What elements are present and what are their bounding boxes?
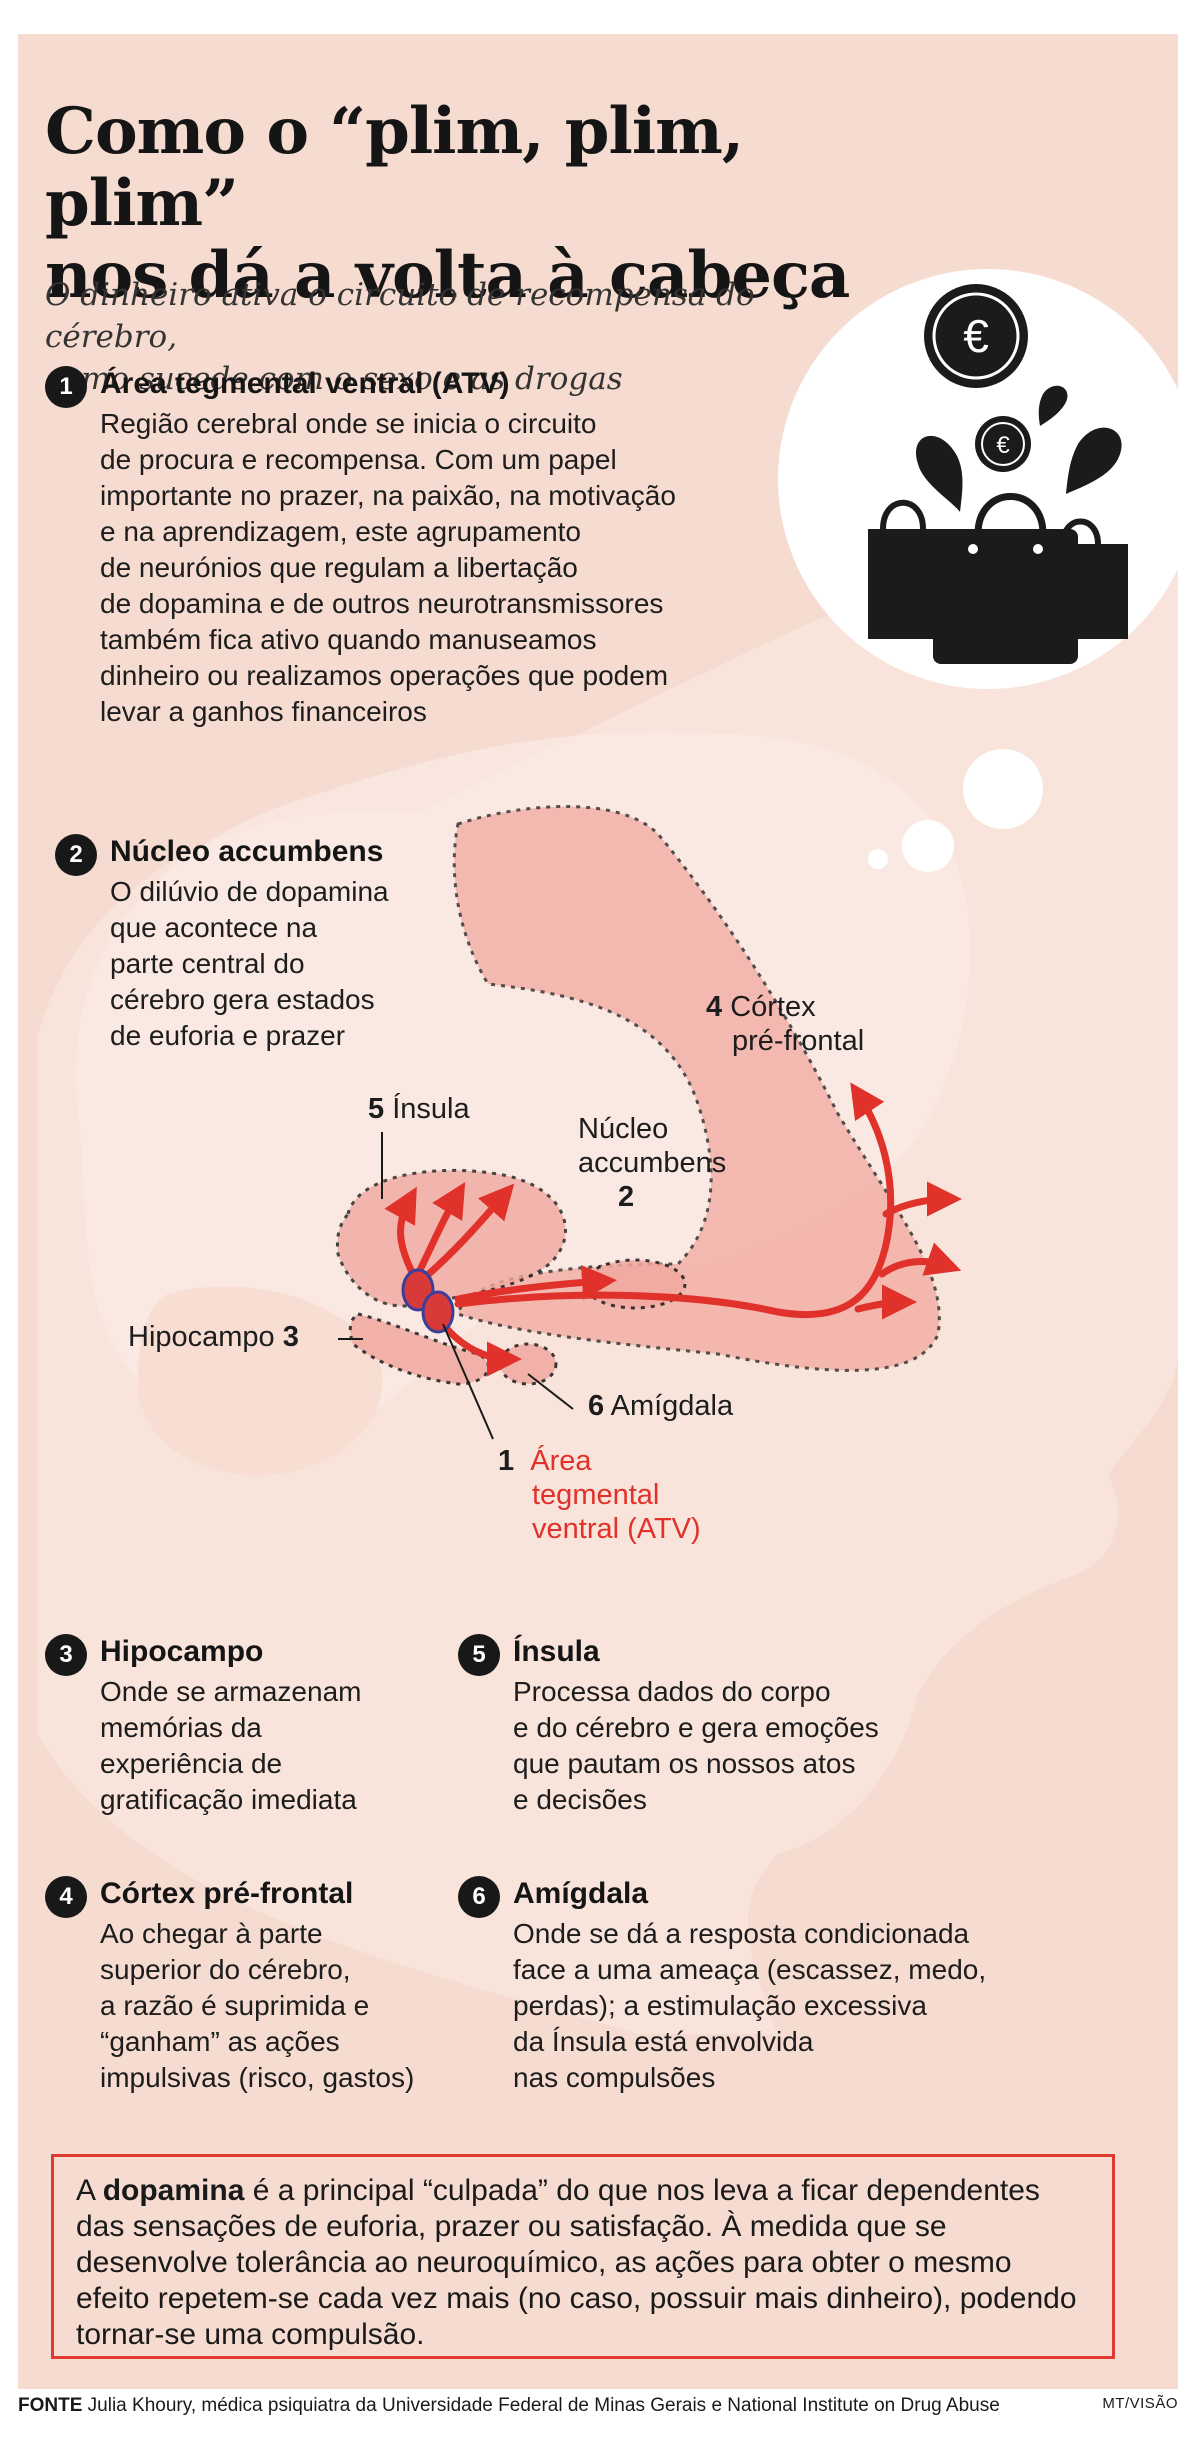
title-line-2: nos dá a volta à cabeça	[45, 238, 850, 313]
item-amygdala: 6 Amígdala Onde se dá a resposta condici…	[458, 1876, 1078, 2096]
label-hippocampus: Hipocampo 3	[128, 1321, 299, 1353]
thought-bubble-tiny	[868, 849, 888, 869]
footer-text: Julia Khoury, médica psiquiatra da Unive…	[82, 2395, 1000, 2416]
number-badge: 4	[45, 1876, 87, 1918]
label-cortex: 4 Córtex pré-frontal	[706, 991, 865, 1057]
heart-icon-left	[916, 435, 963, 512]
euro-symbol-small: €	[996, 432, 1010, 459]
cortex-region	[452, 805, 941, 1372]
title-line-1: Como o “plim, plim, plim”	[45, 94, 744, 241]
cerebellum	[138, 1286, 383, 1476]
number-badge: 2	[55, 834, 97, 876]
infographic-panel: € €	[18, 34, 1178, 2389]
label-insula: 5 Ínsula	[368, 1093, 470, 1125]
arrow-cortex-branch-1	[882, 1181, 962, 1218]
leader-atv	[442, 1323, 494, 1440]
label-atv: 1 Área tegmental ventral (ATV)	[498, 1445, 701, 1545]
item-atv: 1 Área tegmental ventral (ATV) Região ce…	[45, 366, 785, 730]
thought-bubble-medium	[963, 749, 1043, 829]
item-title: Núcleo accumbens	[110, 835, 384, 868]
leader-amygdala	[527, 1373, 574, 1410]
label-amygdala: 6 Amígdala	[588, 1390, 734, 1422]
item-title: Ínsula	[513, 1635, 600, 1668]
item-title: Amígdala	[513, 1877, 649, 1910]
heart-icon-right	[1066, 427, 1122, 494]
arrow-cortex-branch-2	[878, 1242, 962, 1278]
brain-outline	[75, 732, 970, 1446]
arrow-to-insula-3	[419, 1183, 515, 1283]
page-title: Como o “plim, plim, plim” nos dá a volta…	[45, 96, 865, 312]
arrow-main-to-cortex	[454, 1082, 895, 1319]
arrow-to-amygdala	[439, 1320, 522, 1377]
head-silhouette-background: € €	[38, 269, 1178, 2034]
arrow-to-insula-2	[414, 1181, 466, 1278]
page-subtitle: O dinheiro ativa o circuito de recompens…	[45, 274, 845, 400]
item-title: Área tegmental ventral (ATV)	[100, 367, 510, 400]
subtitle-line-2: como sucede com o sexo e as drogas	[45, 361, 623, 397]
item-title: Hipocampo	[100, 1635, 264, 1668]
number-badge: 5	[458, 1634, 500, 1676]
label-nucleus: Núcleo accumbens 2	[578, 1113, 727, 1213]
footer-source: FONTE Julia Khoury, médica psiquiatra da…	[18, 2395, 1178, 2417]
euro-coin-large	[924, 284, 1028, 388]
dopamine-note-box: A dopamina é a principal “culpada” do qu…	[51, 2154, 1115, 2359]
thought-bubble-small	[902, 820, 954, 872]
item-nucleus-accumbens: 2 Núcleo accumbens O dilúvio de dopamina…	[55, 834, 475, 1054]
item-text: Região cerebral onde se inicia o circuit…	[100, 408, 676, 727]
euro-coin-small	[975, 416, 1031, 472]
shopping-bags-icon	[868, 493, 1128, 664]
footer-credit: MT/VISÃO	[1102, 2395, 1178, 2412]
subtitle-line-1: O dinheiro ativa o circuito de recompens…	[45, 277, 755, 355]
atv-marker-2	[421, 1290, 455, 1334]
dopamine-circuit-arrows	[384, 1082, 962, 1377]
euro-symbol-large: €	[963, 310, 989, 362]
item-title: Córtex pré-frontal	[100, 1877, 354, 1910]
arrow-to-insula-1	[384, 1186, 417, 1278]
number-badge: 6	[458, 1876, 500, 1918]
number-badge: 1	[45, 366, 87, 408]
heart-icon-small	[1038, 385, 1068, 426]
number-badge: 3	[45, 1634, 87, 1676]
arrow-cortex-branch-3	[854, 1284, 917, 1320]
footer-label: FONTE	[18, 2395, 83, 2416]
arrow-to-nucleus	[454, 1264, 617, 1303]
amygdala-region	[498, 1342, 558, 1386]
